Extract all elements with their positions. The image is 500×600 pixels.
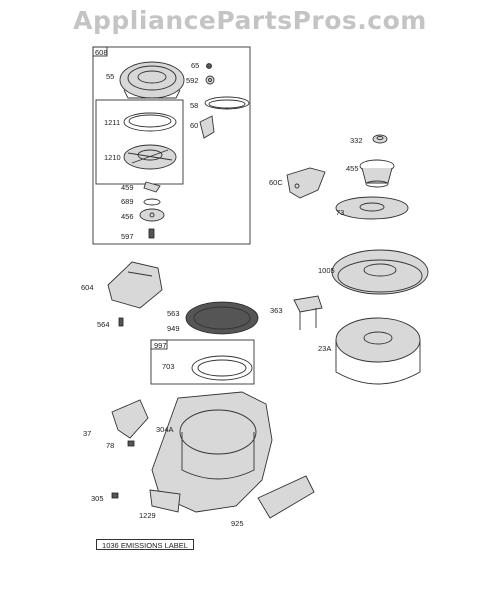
label-1005: 1005 [318, 266, 335, 275]
part-73-screen[interactable] [335, 196, 409, 220]
label-55: 55 [106, 72, 114, 81]
part-1211-spring[interactable] [123, 112, 177, 132]
part-604-cover[interactable] [107, 261, 163, 309]
part-78-screw[interactable] [127, 440, 135, 447]
part-1229-bracket[interactable] [149, 489, 181, 513]
part-597-screw[interactable] [148, 228, 155, 239]
part-37-baffle[interactable] [111, 399, 149, 439]
label-592: 592 [186, 76, 199, 85]
label-305: 305 [91, 494, 104, 503]
label-304A: 304A [156, 425, 174, 434]
label-456: 456 [121, 212, 134, 221]
label-564: 564 [97, 320, 110, 329]
part-925-shroud[interactable] [257, 475, 315, 519]
label-1210: 1210 [104, 153, 121, 162]
label-997: 997 [154, 341, 167, 350]
part-55-recoil-housing[interactable] [119, 61, 185, 99]
part-1210-pulley[interactable] [123, 144, 177, 170]
part-689-retainer[interactable] [143, 198, 161, 206]
label-60C: 60C [269, 178, 283, 187]
part-363-screws[interactable] [293, 295, 323, 330]
label-604: 604 [81, 283, 94, 292]
part-592-nut[interactable] [205, 75, 215, 85]
part-564-screw[interactable] [118, 317, 124, 327]
label-332: 332 [350, 136, 363, 145]
label-459: 459 [121, 183, 134, 192]
part-23A-flywheel[interactable] [335, 317, 421, 385]
part-58-rope[interactable] [204, 96, 250, 110]
label-689: 689 [121, 197, 134, 206]
part-456-ratchet[interactable] [139, 208, 165, 222]
emissions-label-box[interactable]: 1036 EMISSIONS LABEL [96, 539, 194, 550]
part-1005-fan[interactable] [331, 249, 429, 295]
part-65-screw[interactable] [206, 63, 212, 69]
part-305-screw[interactable] [111, 492, 119, 499]
label-608: 608 [95, 48, 108, 57]
part-949-grille[interactable] [185, 301, 259, 335]
label-949: 949 [167, 324, 180, 333]
label-925: 925 [231, 519, 244, 528]
label-23A: 23A [318, 344, 331, 353]
part-455-starter-cup[interactable] [359, 159, 395, 188]
label-597: 597 [121, 232, 134, 241]
label-363: 363 [270, 306, 283, 315]
group-box-997 [150, 339, 255, 385]
part-459-pawl[interactable] [143, 181, 161, 193]
label-78: 78 [106, 441, 114, 450]
label-1229: 1229 [139, 511, 156, 520]
group-box-608 [92, 46, 251, 245]
label-1211: 1211 [104, 118, 120, 127]
group-box-608-tag [92, 46, 108, 57]
part-703-gasket[interactable] [191, 355, 253, 381]
label-60: 60 [190, 121, 198, 130]
group-box-1211-1210 [95, 99, 184, 185]
label-703: 703 [162, 362, 175, 371]
label-65: 65 [191, 61, 199, 70]
group-box-997-tag [150, 339, 168, 350]
part-60-handle[interactable] [199, 115, 215, 139]
label-73: 73 [336, 208, 344, 217]
label-58: 58 [190, 101, 198, 110]
label-455: 455 [346, 164, 359, 173]
part-332-nut[interactable] [372, 134, 388, 144]
label-37: 37 [83, 429, 91, 438]
watermark: AppliancePartsPros.com [73, 6, 427, 35]
part-60C-bracket[interactable] [286, 167, 326, 199]
label-563: 563 [167, 309, 180, 318]
